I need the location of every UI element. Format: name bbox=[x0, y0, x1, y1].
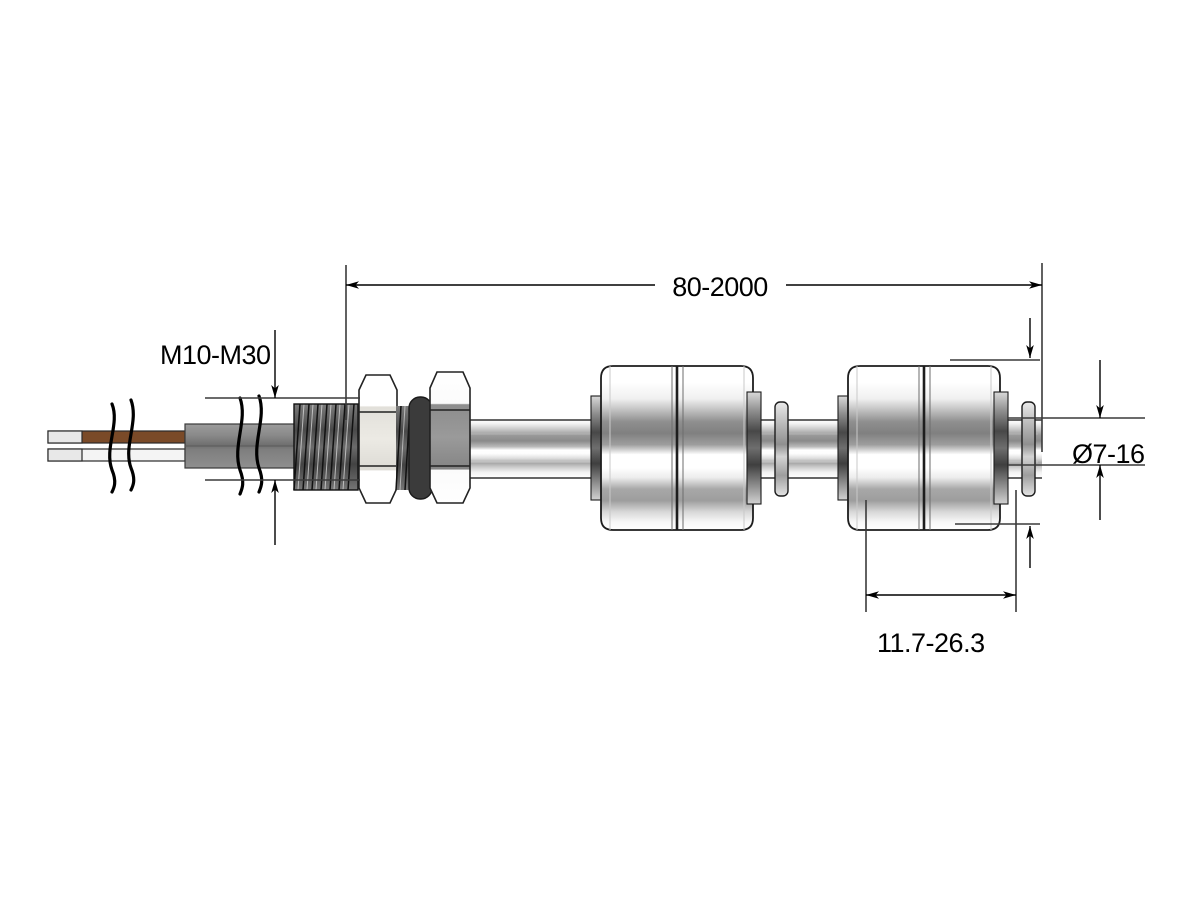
dimension-label-float-diameter: Ø7-16 bbox=[1072, 439, 1145, 469]
stop-collar bbox=[1021, 401, 1036, 497]
rubber-washer bbox=[408, 396, 433, 500]
dimension-thread-size: M10-M30 bbox=[160, 330, 360, 545]
float-body bbox=[837, 365, 1009, 531]
stop-collar bbox=[774, 401, 789, 497]
dimension-float-width: 11.7-26.3 bbox=[865, 490, 1040, 658]
dimension-label-float-width: 11.7-26.3 bbox=[877, 628, 985, 658]
cable-break-symbol bbox=[108, 398, 136, 494]
dimension-stem-length: 80-2000 bbox=[345, 263, 1043, 452]
cable-break-symbol bbox=[236, 394, 264, 496]
brown-conductor bbox=[47, 430, 186, 444]
dimension-float-diameter: Ø7-16 bbox=[950, 318, 1145, 520]
dimension-label-stem-length: 80-2000 bbox=[672, 272, 768, 302]
hex-nut bbox=[358, 374, 398, 504]
white-conductor bbox=[47, 448, 186, 462]
threaded-bushing bbox=[293, 403, 359, 491]
float-body bbox=[590, 365, 762, 531]
hex-nut bbox=[429, 371, 471, 504]
dimension-label-thread-size: M10-M30 bbox=[160, 340, 271, 370]
cable-assembly bbox=[47, 394, 298, 496]
